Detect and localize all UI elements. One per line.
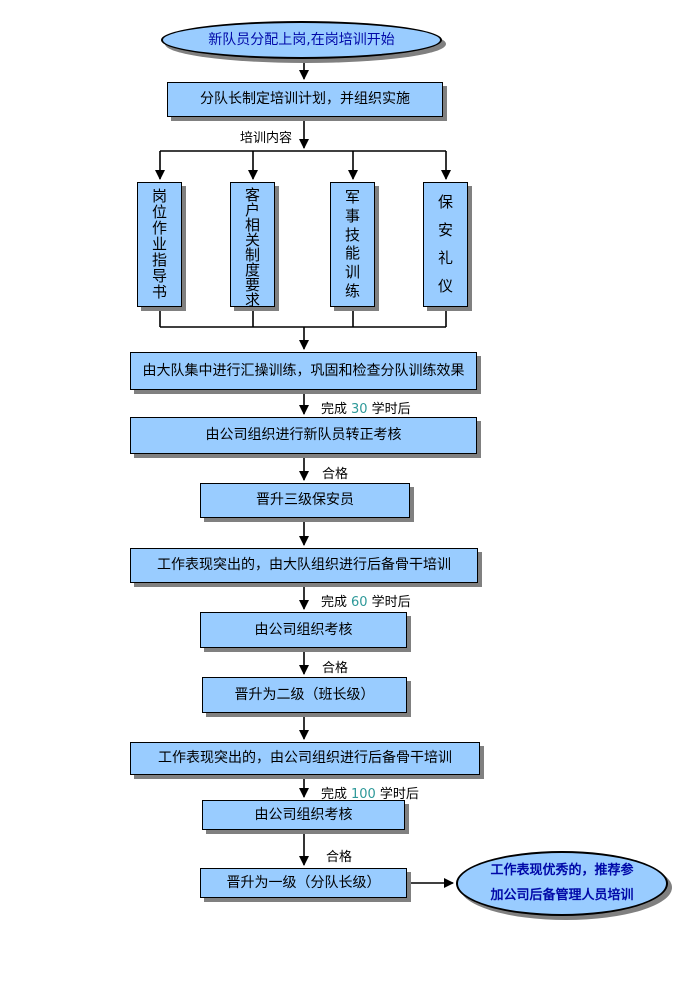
label-pass-2: 合格 bbox=[322, 661, 349, 676]
node-promote-level2: 晋升为二级（班长级） bbox=[202, 677, 407, 713]
node-item-client-rules: 客户相关制度要求 bbox=[230, 182, 275, 308]
label-pass-1: 合格 bbox=[322, 467, 349, 482]
node-company-exam-1: 由公司组织考核 bbox=[200, 612, 407, 648]
node-promote-level1: 晋升为一级（分队长级） bbox=[200, 868, 407, 898]
node-item-security-etiquette: 保安礼仪 bbox=[423, 182, 468, 307]
hours-30-number: 30 bbox=[351, 402, 368, 417]
label-training-content: 培训内容 bbox=[239, 131, 292, 146]
node-item-military-skills: 军事技能训练 bbox=[330, 182, 375, 307]
node-backbone-training-company-label: 工作表现突出的，由公司组织进行后备骨干培训 bbox=[158, 750, 452, 767]
hours-30-suffix: 学时后 bbox=[371, 402, 411, 417]
node-end-ellipse: 工作表现优秀的，推荐参 加公司后备管理人员培训 bbox=[456, 851, 668, 916]
node-end-line1: 工作表现优秀的，推荐参 bbox=[490, 863, 634, 879]
node-brigade-drill: 由大队集中进行汇操训练，巩固和检查分队训练效果 bbox=[130, 352, 477, 390]
node-start-label: 新队员分配上岗,在岗培训开始 bbox=[208, 31, 395, 48]
hours-60-suffix: 学时后 bbox=[371, 595, 411, 610]
hours-100-prefix: 完成 bbox=[321, 787, 348, 802]
node-end-line2: 加公司后备管理人员培训 bbox=[490, 887, 634, 903]
node-plan: 分队长制定培训计划，并组织实施 bbox=[167, 82, 443, 117]
hours-60-prefix: 完成 bbox=[321, 595, 348, 610]
node-backbone-training-brigade: 工作表现突出的，由大队组织进行后备骨干培训 bbox=[130, 548, 478, 583]
node-company-exam-2: 由公司组织考核 bbox=[202, 800, 405, 830]
node-promote-level1-label: 晋升为一级（分队长级） bbox=[226, 874, 381, 891]
hours-100-suffix: 学时后 bbox=[379, 787, 419, 802]
node-company-exam-2-label: 由公司组织考核 bbox=[254, 806, 353, 823]
node-brigade-drill-label: 由大队集中进行汇操训练，巩固和检查分队训练效果 bbox=[142, 362, 465, 379]
node-promote-level3: 晋升三级保安员 bbox=[200, 483, 410, 518]
hours-30-prefix: 完成 bbox=[321, 402, 348, 417]
node-new-member-exam: 由公司组织进行新队员转正考核 bbox=[130, 417, 477, 454]
hours-100-number: 100 bbox=[351, 787, 376, 802]
node-promote-level3-label: 晋升三级保安员 bbox=[256, 492, 354, 509]
node-backbone-training-company: 工作表现突出的，由公司组织进行后备骨干培训 bbox=[130, 742, 480, 775]
node-item-work-instruction: 岗位作业指导书 bbox=[137, 182, 182, 307]
hours-60-number: 60 bbox=[351, 595, 368, 610]
label-pass-3: 合格 bbox=[326, 850, 353, 865]
node-plan-label: 分队长制定培训计划，并组织实施 bbox=[200, 91, 410, 108]
node-company-exam-1-label: 由公司组织考核 bbox=[254, 621, 353, 638]
node-promote-level2-label: 晋升为二级（班长级） bbox=[234, 686, 375, 703]
node-backbone-training-brigade-label: 工作表现突出的，由大队组织进行后备骨干培训 bbox=[157, 557, 451, 574]
node-start-ellipse: 新队员分配上岗,在岗培训开始 bbox=[161, 21, 442, 59]
node-new-member-exam-label: 由公司组织进行新队员转正考核 bbox=[205, 427, 402, 444]
